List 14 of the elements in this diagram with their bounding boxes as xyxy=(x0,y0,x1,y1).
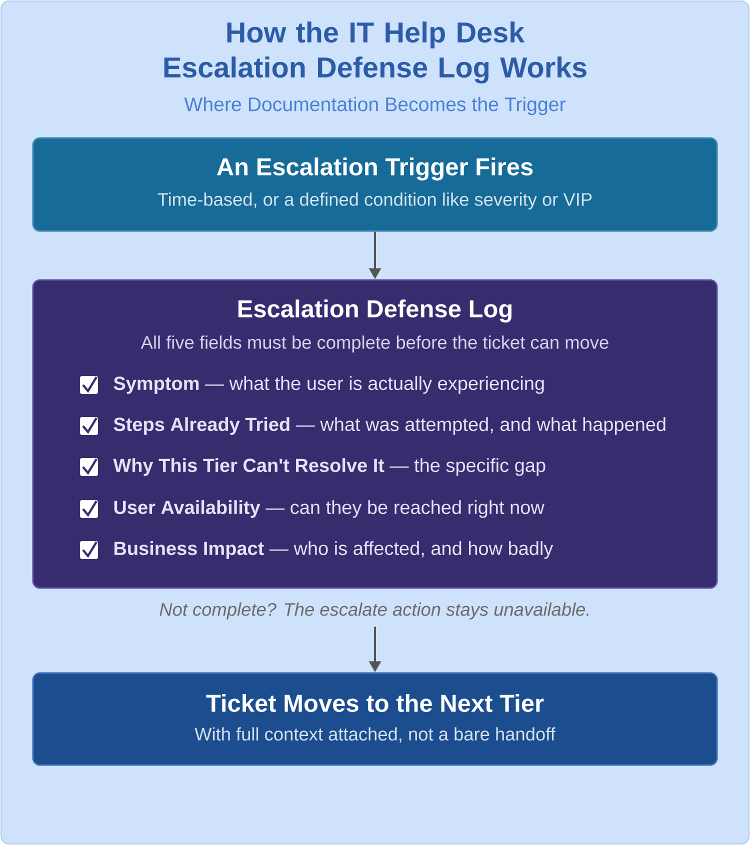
box-heading: Ticket Moves to the Next Tier xyxy=(206,694,544,712)
box-text: With full context attached, not a bare handoff xyxy=(194,727,556,743)
checklist-item: Symptom — what the user is actually experiencing xyxy=(114,376,544,394)
box-text: Time-based, or a defined condition like severity or VIP xyxy=(158,192,592,210)
subtitle: Where Documentation Becomes the Trigger xyxy=(184,96,566,116)
box-text: All five fields must be complete before the ticket can move xyxy=(140,336,608,352)
checklist-item: Business Impact — who is affected, and how badly xyxy=(114,541,554,559)
title: How the IT Help Desk Escalation Defense Log Works xyxy=(164,22,586,84)
checklist-item: Why This Tier Can't Resolve It — the specific gap xyxy=(113,458,546,476)
box-heading: An Escalation Trigger Fires xyxy=(217,158,533,180)
box-heading: Escalation Defense Log xyxy=(238,300,512,322)
checklist-item: User Availability — can they be reached right now xyxy=(114,500,544,518)
note-text: Not complete? The escalate action stays unavailable. xyxy=(160,602,589,620)
checklist-item: Steps Already Tried — what was attempted, and what happened xyxy=(114,417,666,435)
